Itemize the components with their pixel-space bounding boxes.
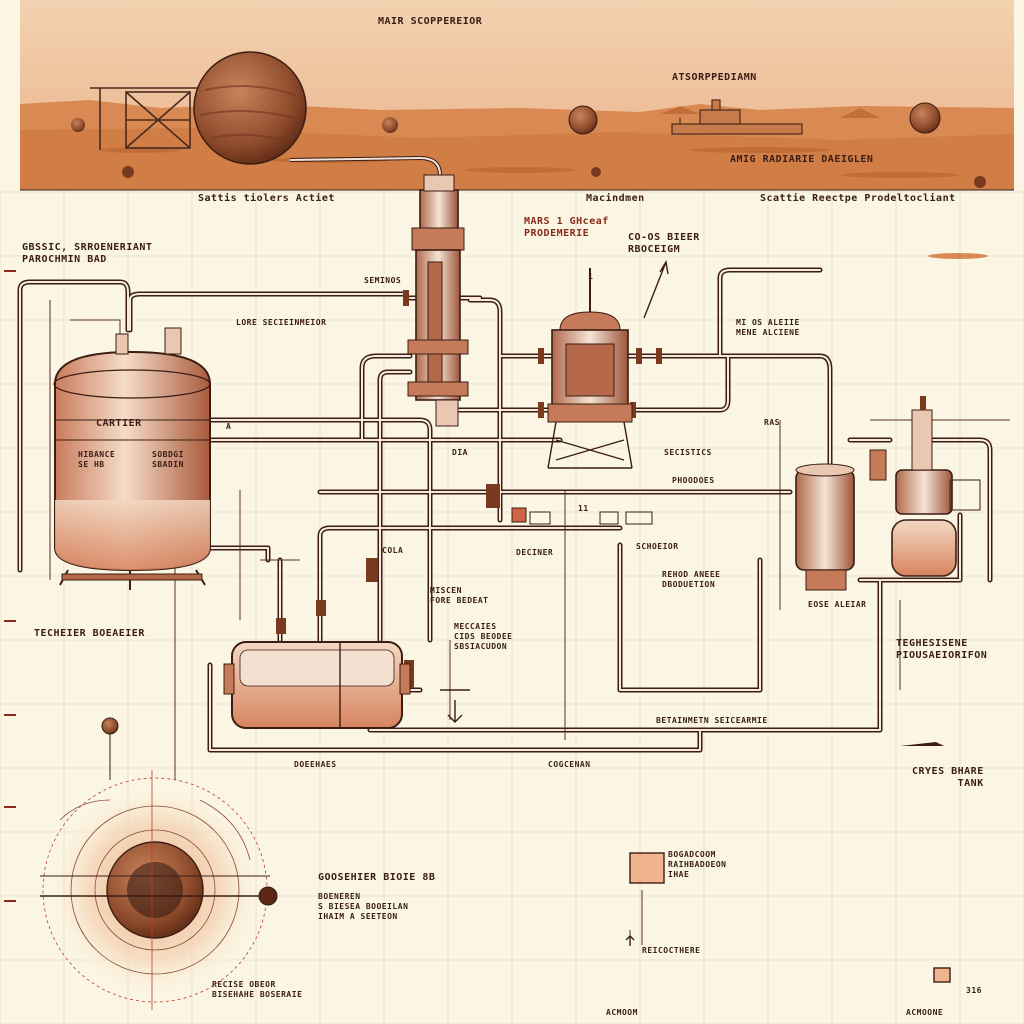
secistics-label: SECISTICS <box>664 448 712 457</box>
caption-right: Scattie Reectpe Prodeltocliant <box>760 193 956 204</box>
tech-right-label: TEGHESISENE PIOUSAEIORIFON <box>896 638 988 661</box>
doeehaes-label: DOEEHAES <box>294 760 337 769</box>
right-process-vessels <box>795 396 981 591</box>
number-316-label: 316 <box>966 986 982 995</box>
miscen-label: MISCEN FORE BEDEAT <box>430 586 489 605</box>
schoeior-label: SCHOEIOR <box>636 542 679 551</box>
small-sphere-icon <box>258 886 278 906</box>
small-sphere-icon <box>568 105 598 135</box>
distant-facility <box>671 99 803 135</box>
cos-label: CO-OS BIEER RBOCEIGM <box>628 232 700 255</box>
square-indicator-icon <box>629 852 665 884</box>
small-sphere-icon <box>71 118 85 132</box>
large-planet-icon <box>193 51 307 165</box>
sand-label: AMIG RADIARIE DAEIGLEN <box>730 154 874 165</box>
seminos-label: SEMINOS <box>364 276 402 285</box>
boeneren-label: BOENEREN S BIESEA BOOEILAN IHAIM A SEETE… <box>318 892 409 921</box>
top-left-label: GBSSIC, SRROENERIANT PAROCHMIN BAD <box>22 242 153 265</box>
letter-a-label: A <box>226 422 232 431</box>
goosehier-label: GOOSEHIER BIOIE 8B <box>318 872 436 883</box>
small-sphere-icon <box>382 117 398 133</box>
dia-label: DIA <box>452 448 468 457</box>
tech-left-label: TECHEIER BOEAEIER <box>34 628 145 639</box>
page-title: MAIR SCOPPEREIOR <box>378 16 483 27</box>
reicocthere-label: REICOCTHERE <box>642 946 701 955</box>
caption-middle: Macindmen <box>586 193 645 204</box>
atmosphere-label: ATSORPPEDIAMN <box>672 72 757 83</box>
red-markers <box>4 253 988 902</box>
lander-tower <box>90 87 200 150</box>
deciner-label: DECINER <box>516 548 554 557</box>
horizontal-storage-tank <box>223 641 411 729</box>
pipe-network <box>17 260 1010 946</box>
bogadooom-label: BOGADCOOM RAIHBADOEON IHAE <box>668 850 727 879</box>
betainmetn-label: BETAINMETN SEICEARMIE <box>656 716 768 725</box>
mars-landscape-panel <box>20 0 1014 191</box>
acmom-bottom-label: ACMOOM <box>606 1008 638 1017</box>
square-indicator-icon <box>933 967 951 983</box>
caption-left: Sattis tiolers Actiet <box>198 193 335 204</box>
number-1-label: 1 <box>588 272 594 281</box>
distillation-column <box>407 174 469 427</box>
central-reactor <box>547 268 633 469</box>
acmoone-right-label: ACMOONE <box>906 1008 944 1017</box>
small-sphere-icon <box>101 717 119 735</box>
cartier-label: CARTIER <box>96 418 142 429</box>
right-small-label: MI OS ALEIIE MENE ALCIENE <box>736 318 800 337</box>
number-11-label: 11 <box>578 504 589 513</box>
ras-label: RAS <box>764 418 780 427</box>
recise-label: RECISE OBEOR BISEHAHE BOSERAIE <box>212 980 303 999</box>
phoodoes-label: PHOODOES <box>672 476 715 485</box>
indicator-boxes <box>511 507 951 983</box>
cola-label: COLA <box>382 546 404 555</box>
lore-label: LORE SECIEINMEIOR <box>236 318 327 327</box>
sobdgi-label: SOBDGI SBADIN <box>152 450 184 469</box>
orbital-diagram <box>40 717 278 1010</box>
eisie-label: EOSE ALEIAR <box>808 600 867 609</box>
meccaies-label: MECCAIES CIDS BEODEE SBSIACUDON <box>454 622 513 651</box>
large-storage-tank <box>53 327 211 590</box>
cryes-tank-label: CRYES BHARE TANK <box>912 766 984 789</box>
mars-tag-label: MARS 1 GHceaf PRODEMERIE <box>524 216 609 239</box>
rehtod-label: REHOD ANEEE DBODUETION <box>662 570 721 589</box>
cogcenan-label: COGCENAN <box>548 760 591 769</box>
hibance-label: HIBANCE SE HB <box>78 450 116 469</box>
small-sphere-icon <box>909 102 941 134</box>
